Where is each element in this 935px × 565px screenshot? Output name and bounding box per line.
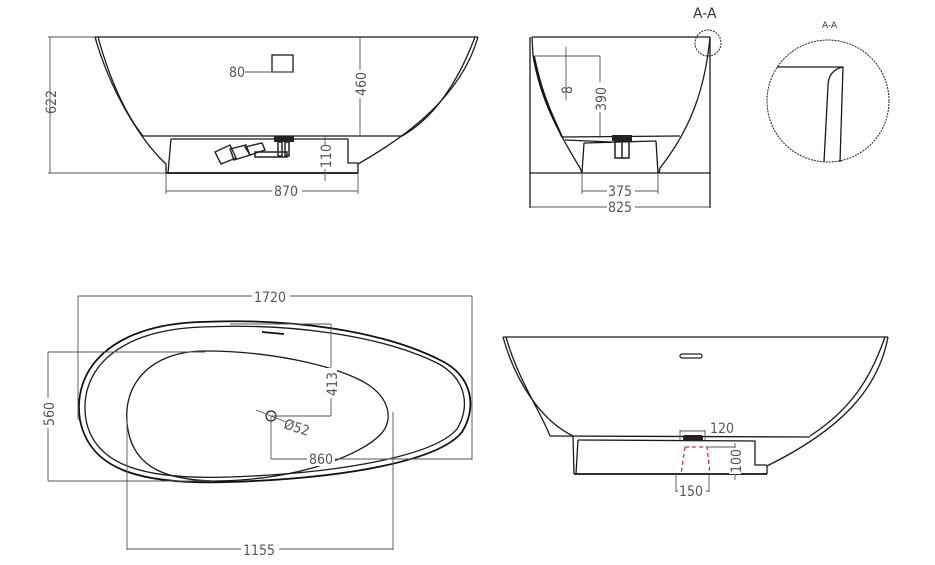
dim-rim-thickness: 8 <box>560 86 576 94</box>
dim-overflow-width: 80 <box>229 65 245 81</box>
dim-base-height: 110 <box>319 144 335 168</box>
detail-title: A-A <box>822 21 838 31</box>
top-view: 1720 560 413 Ø52 860 1155 <box>42 289 473 559</box>
section-marker-circle <box>694 29 722 57</box>
drain-fitting-icon <box>612 135 632 159</box>
dim-inner-depth: 390 <box>594 87 610 111</box>
dim-height-total: 622 <box>44 90 60 114</box>
drain-assembly-icon <box>214 136 294 165</box>
dim-drain-width: 120 <box>710 421 734 437</box>
front-view: 622 80 460 110 870 <box>44 36 479 200</box>
dim-base-width: 870 <box>274 184 298 200</box>
dim-overflow-height: 460 <box>354 72 370 96</box>
dim-drain-offset-y: 413 <box>325 372 341 396</box>
section-marker-label: A-A <box>693 6 717 22</box>
side-view: A-A 8 390 375 825 <box>529 6 722 216</box>
drain-access-outline <box>680 446 711 475</box>
drain-fitting-icon <box>683 435 703 441</box>
detail-view: A-A <box>766 21 890 163</box>
dim-total-length: 1720 <box>254 290 286 306</box>
dim-side-base-width: 375 <box>608 184 632 200</box>
dim-total-width: 560 <box>42 402 58 426</box>
dim-drain-access-width: 150 <box>679 484 703 500</box>
dim-drain-offset-x: 860 <box>309 452 333 468</box>
dim-drain-clearance: 100 <box>729 449 745 473</box>
rear-view: 120 100 150 <box>502 336 889 500</box>
dim-side-total-width: 825 <box>608 200 632 216</box>
dim-drain-diameter: Ø52 <box>282 417 312 440</box>
dim-base-length: 1155 <box>243 543 275 559</box>
